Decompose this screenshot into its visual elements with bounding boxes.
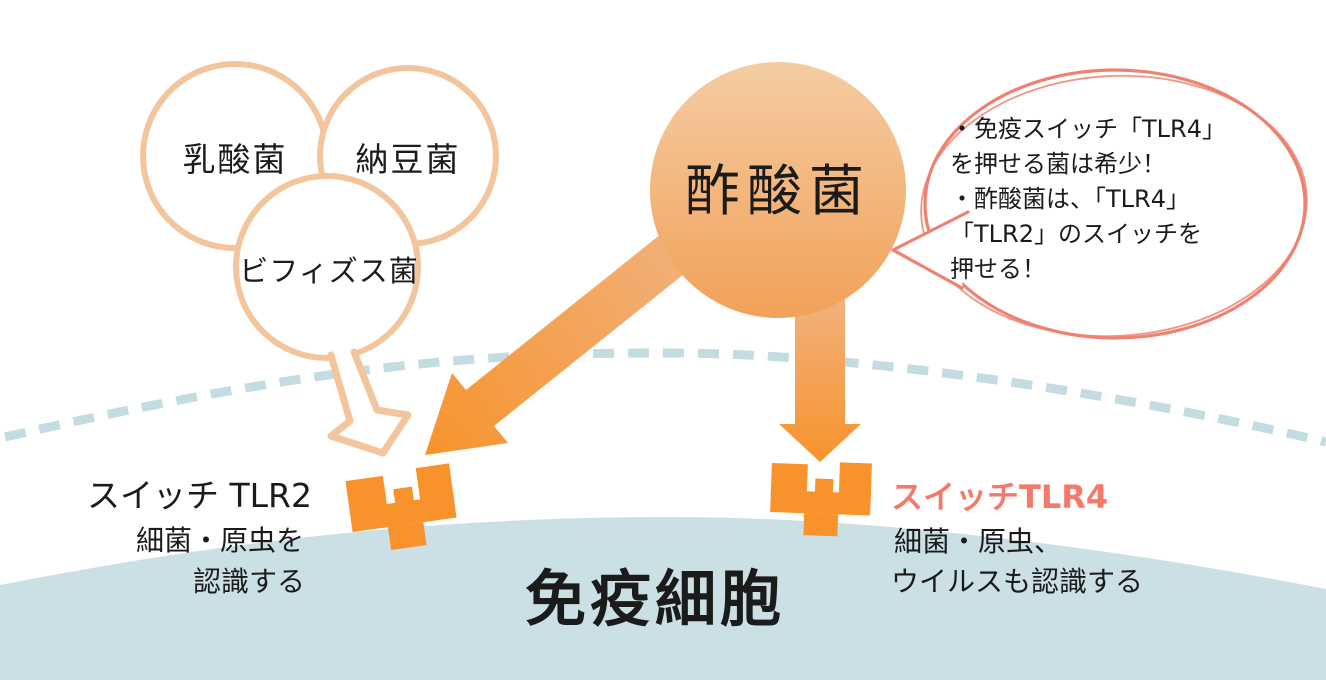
speech-bubble [891,68,1308,340]
tlr2-switch-desc-1: 細菌・原虫を [136,524,305,557]
speech-bubble-line: ・酢酸菌は、「TLR4」 [950,185,1190,213]
tlr2-switch-desc-2: 認識する [193,565,306,598]
acetic-bacteria-circle [650,62,906,318]
natto-bacteria-label: 納豆菌 [355,140,461,179]
immune-cell-label: 免疫細胞 [525,564,786,635]
tlr2-receptor-icon [345,463,457,550]
tlr4-switch-desc-2: ウイルスも認識する [891,565,1144,598]
speech-bubble-line: を押せる菌は希少！ [950,150,1166,178]
tlr4-switch-title: スイッチTLR4 [891,478,1109,516]
arrow-bacteria-to-tlr2 [327,339,412,457]
arrow-acetic-to-tlr2 [425,222,704,455]
acetic-bacteria-label: 酢酸菌 [684,159,871,223]
speech-bubble-line: 「TLR2」のスイッチを [950,220,1202,248]
tlr4-receptor-icon [770,462,872,537]
speech-bubble-sketch-line [920,74,1308,338]
membrane-dashed-line [3,348,1326,447]
bifidus-bacteria-circle [233,173,421,361]
bifidus-bacteria-label: ビフィズス菌 [239,254,419,288]
speech-bubble-text: ・免疫スイッチ「TLR4」 を押せる菌は希少！ ・酢酸菌は、「TLR4」 「TL… [950,112,1300,287]
speech-bubble-line: ・免疫スイッチ「TLR4」 [950,115,1226,143]
speech-bubble-tail [891,210,970,290]
tlr2-switch-title: スイッチ TLR2 [87,476,312,515]
immune-cell-body [0,517,1326,680]
tlr4-switch-desc-1: 細菌・原虫、 [894,525,1063,558]
speech-bubble-line: 押せる！ [950,255,1046,283]
lactic-bacteria-label: 乳酸菌 [182,140,288,179]
